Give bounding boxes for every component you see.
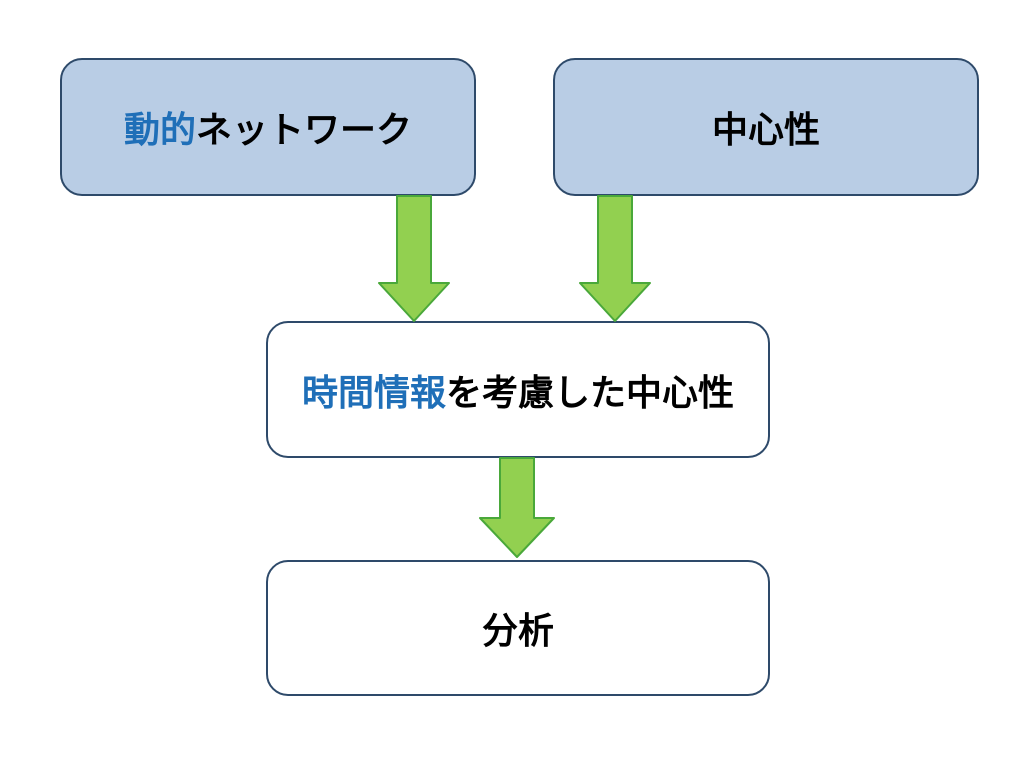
arrow-down-center <box>479 457 555 558</box>
centrality-box: 中心性 <box>553 58 979 196</box>
temporal-centrality-rest: を考慮した中心性 <box>446 372 735 414</box>
temporal-centrality-box: 時間情報を考慮した中心性 <box>266 321 770 458</box>
dynamic-network-box: 動的ネットワーク <box>60 58 476 196</box>
analysis-label: 分析 <box>481 611 554 652</box>
temporal-centrality-highlight: 時間情報 <box>301 372 446 414</box>
analysis-box: 分析 <box>266 560 770 696</box>
dynamic-network-rest: ネットワーク <box>196 110 413 151</box>
dynamic-network-highlight: 動的 <box>123 110 196 151</box>
arrow-down-right <box>579 195 651 322</box>
arrow-down-left <box>378 195 450 322</box>
centrality-label: 中心性 <box>711 110 820 151</box>
